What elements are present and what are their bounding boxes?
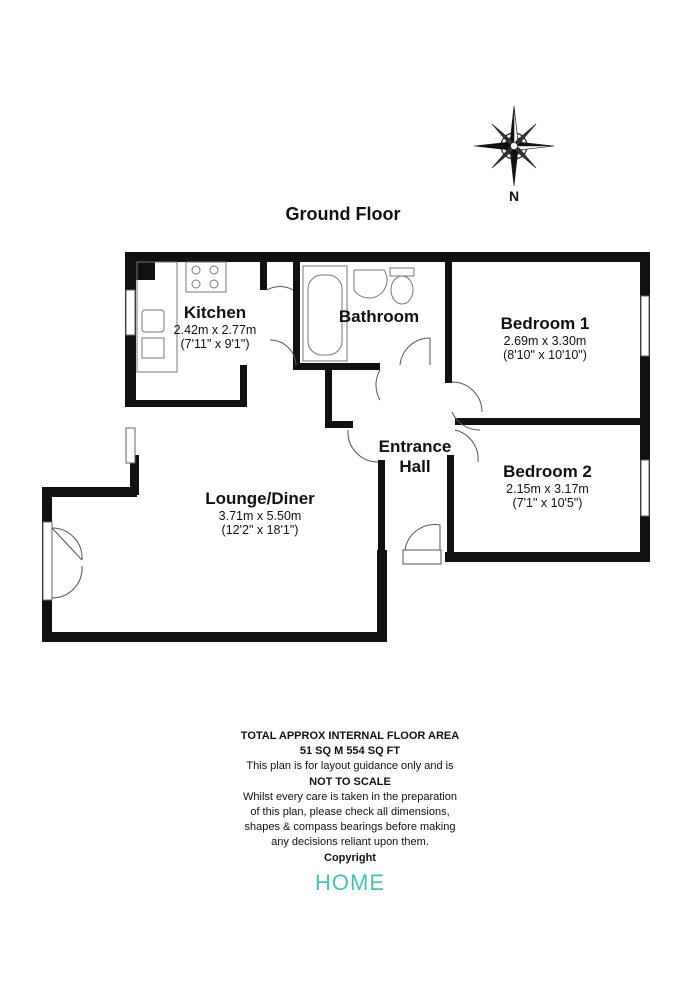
copyright: Copyright	[324, 851, 376, 864]
brand-logo: HOME	[315, 870, 385, 895]
disclaimer-notes: TOTAL APPROX INTERNAL FLOOR AREA 51 SQ M…	[170, 729, 530, 866]
note-line: Whilst every care is taken in the prepar…	[243, 790, 457, 803]
room-name: Entrance	[378, 437, 452, 456]
windows	[42, 289, 650, 601]
room-imperial: (8'10" x 10'10")	[503, 347, 587, 362]
room-name: Bathroom	[338, 307, 420, 326]
room-imperial: (7'11" x 9'1")	[180, 336, 250, 351]
room-metric: 2.42m x 2.77m	[173, 322, 257, 337]
room-bedroom-2: Bedroom 2 2.15m x 3.17m (7'1" x 10'5")	[475, 462, 620, 510]
area-value: 51 SQ M 554 SQ FT	[299, 745, 401, 758]
floor-plan	[42, 252, 650, 642]
room-name: Bedroom 1	[500, 314, 590, 333]
area-title: TOTAL APPROX INTERNAL FLOOR AREA	[240, 730, 460, 742]
note-line: This plan is for layout guidance only an…	[246, 760, 454, 773]
patio-doors	[51, 527, 83, 599]
room-bathroom: Bathroom	[326, 307, 432, 327]
room-lounge-diner: Lounge/Diner 3.71m x 5.50m (12'2" x 18'1…	[180, 489, 340, 537]
bathroom-fixtures	[302, 265, 415, 362]
floor-title: Ground Floor	[285, 204, 401, 224]
room-name-line2: Hall	[399, 456, 431, 476]
room-name: Lounge/Diner	[205, 489, 315, 508]
note-line: shapes & compass bearings before making	[244, 821, 456, 834]
note-line: any decisions reliant upon them.	[271, 836, 429, 849]
room-imperial: (7'1" x 10'5")	[512, 495, 583, 510]
note-line: of this plan, please check all dimension…	[250, 806, 450, 819]
room-name: Bedroom 2	[503, 462, 592, 481]
interior-walls	[130, 255, 645, 555]
compass-rose-icon	[473, 105, 555, 187]
kitchen-fixtures	[136, 261, 227, 373]
door-swings	[266, 286, 483, 565]
room-metric: 2.15m x 3.17m	[506, 481, 589, 496]
room-entrance-hall: Entrance Hall	[365, 437, 465, 476]
not-to-scale: NOT TO SCALE	[309, 775, 391, 788]
compass-north-label: N	[509, 188, 520, 204]
room-bedroom-1: Bedroom 1 2.69m x 3.30m (8'10" x 10'10")	[470, 314, 620, 362]
room-imperial: (12'2" x 18'1")	[221, 522, 299, 537]
room-metric: 3.71m x 5.50m	[218, 508, 302, 523]
room-metric: 2.69m x 3.30m	[503, 333, 587, 348]
room-name: Kitchen	[183, 303, 247, 322]
room-kitchen: Kitchen 2.42m x 2.77m (7'11" x 9'1")	[160, 303, 270, 351]
